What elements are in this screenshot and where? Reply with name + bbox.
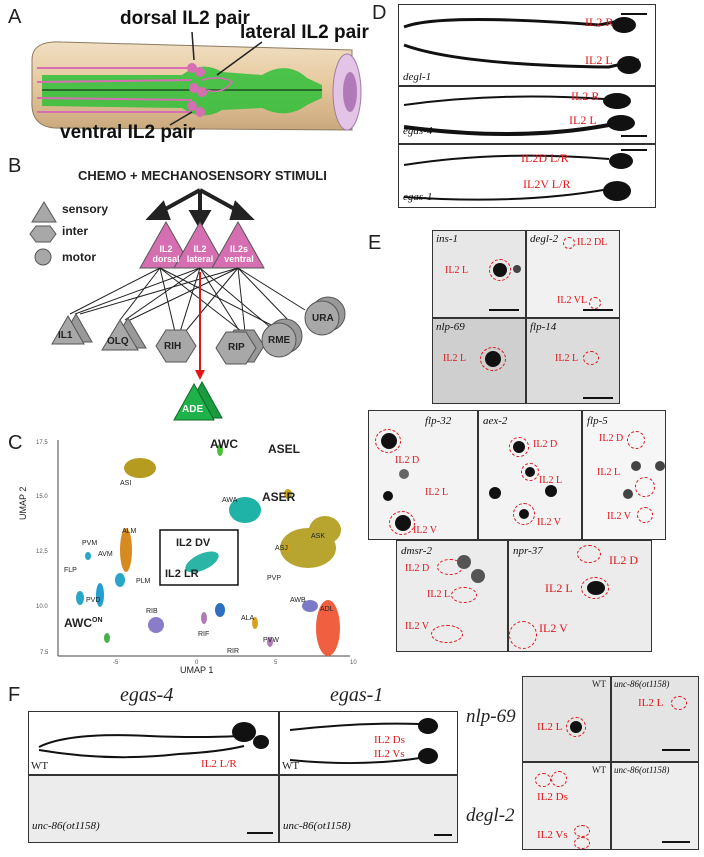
legend-inter: inter: [62, 224, 89, 238]
panel-label-d: D: [372, 2, 387, 24]
cluster-flp: FLP: [64, 567, 77, 574]
cluster-pvd: PVD: [86, 597, 101, 604]
node-rih: RIH: [164, 341, 182, 352]
svg-text:10: 10: [350, 660, 357, 666]
f-nlp-69-wt: WT IL2 L: [522, 676, 611, 762]
f-egas-4-title: egas-4: [120, 684, 174, 706]
e-ins-1: ins-1 IL2 L: [432, 230, 526, 318]
cluster-awa: AWA: [222, 497, 238, 504]
y-axis-label: UMAP 2: [18, 486, 28, 520]
cluster-rir: RIR: [227, 648, 240, 655]
f-nlp-69-label: nlp-69: [466, 706, 516, 727]
d-neuron-trace: [403, 17, 641, 74]
cluster-awc-on: AWCON: [64, 616, 103, 630]
svg-text:-5: -5: [113, 660, 119, 666]
node-rme: RME: [268, 335, 291, 346]
e-aex-2: aex-2 IL2 D IL2 L IL2 V: [478, 410, 582, 540]
label-ventral-il2: ventral IL2 pair: [60, 122, 196, 143]
f-nlp-69-mut: unc-86(ot1158) IL2 L: [611, 676, 699, 762]
node-il1: IL1: [58, 330, 73, 341]
d-row-egas-4: egas-4 IL2 R IL2 L: [398, 86, 656, 144]
cluster-ask: ASK: [311, 533, 326, 540]
e-flp-5: flp-5 IL2 D IL2 L IL2 V: [582, 410, 666, 540]
svg-text:17.5: 17.5: [36, 440, 48, 446]
svg-text:10.0: 10.0: [36, 604, 48, 610]
label-lateral-il2: lateral IL2 pair: [240, 22, 369, 43]
node-ade: ADE: [182, 404, 204, 415]
cluster-awb: AWB: [290, 597, 306, 604]
legend-motor: motor: [62, 250, 96, 264]
e-flp-14: flp-14 IL2 L: [526, 318, 620, 404]
panel-label-e: E: [368, 232, 382, 254]
panel-label-b: B: [8, 155, 22, 177]
cluster-alm: ALM: [122, 528, 137, 535]
cluster-plm: PLM: [136, 578, 151, 585]
svg-text:12.5: 12.5: [36, 549, 48, 555]
f-egas-1-mut: unc-86(ot1158): [279, 775, 458, 843]
e-degl-2: degl-2 IL2 DL IL2 VL: [526, 230, 620, 318]
cluster-adl: ADL: [320, 606, 334, 613]
d-row-egas-1: egas-1 IL2D L/R IL2V L/R: [398, 144, 656, 208]
cluster-asel: ASEL: [268, 442, 301, 456]
node-olq: OLQ: [107, 336, 129, 347]
cluster-rib: RIB: [146, 608, 158, 615]
svg-text:15.0: 15.0: [36, 494, 48, 500]
f-egas-1-wt: WT IL2 Ds IL2 Vs: [279, 711, 458, 775]
cluster-asj: ASJ: [275, 545, 288, 552]
svg-text:5: 5: [274, 660, 278, 666]
umap-plot: -5 0 5 10 7.5 10.0 12.5 15.0 17.5: [36, 440, 357, 666]
label-dorsal-il2: dorsal IL2 pair: [120, 8, 250, 29]
cluster-awc: AWC: [210, 437, 238, 451]
f-degl-2-label: degl-2: [466, 805, 515, 826]
cluster-pvp: PVP: [267, 575, 282, 582]
cluster-aser: ASER: [262, 490, 296, 504]
svg-text:0: 0: [195, 660, 199, 666]
node-ura: URA: [312, 313, 334, 324]
cluster-avm: AVM: [98, 551, 113, 558]
e-npr-37: npr-37 IL2 D IL2 L IL2 V: [508, 540, 652, 652]
e-flp-32: flp-32 IL2 D IL2 L IL2 V: [368, 410, 478, 540]
cluster-rif: RIF: [198, 631, 210, 638]
node-rip: RIP: [228, 342, 245, 353]
cluster-pvw: PVW: [263, 637, 279, 644]
svg-text:7.5: 7.5: [40, 650, 49, 656]
panel-label-a: A: [8, 6, 22, 28]
il2-circuit-diagram: [29, 188, 346, 421]
f-egas-4-mut: unc-86(ot1158): [28, 775, 279, 843]
e-dmsr-2: dmsr-2 IL2 D IL2 L IL2 V: [396, 540, 508, 652]
cluster-ala: ALA: [241, 615, 255, 622]
stimuli-title: CHEMO + MECHANOSENSORY STIMULI: [78, 168, 327, 183]
e-nlp-69: nlp-69 IL2 L: [432, 318, 526, 404]
f-egas-1-title: egas-1: [330, 684, 384, 706]
cluster-asi: ASI: [120, 480, 132, 487]
f-egas-4-wt: WT IL2 L/R: [28, 711, 279, 775]
panel-label-f: F: [8, 684, 21, 706]
inset-il2-lr: IL2 LR: [165, 568, 199, 580]
f-degl-2-wt: WT IL2 Ds IL2 Vs: [522, 762, 611, 850]
inset-il2-dv: IL2 DV: [176, 537, 211, 549]
cluster-pvm: PVM: [82, 540, 98, 547]
x-axis-label: UMAP 1: [180, 665, 214, 675]
worm-head-schematic: [31, 31, 362, 131]
legend-sensory: sensory: [62, 202, 109, 216]
f-degl-2-mut: unc-86(ot1158): [611, 762, 699, 850]
d-row-degl-1: degl-1 IL2 R IL2 L: [398, 4, 656, 86]
panel-label-c: C: [8, 432, 23, 454]
